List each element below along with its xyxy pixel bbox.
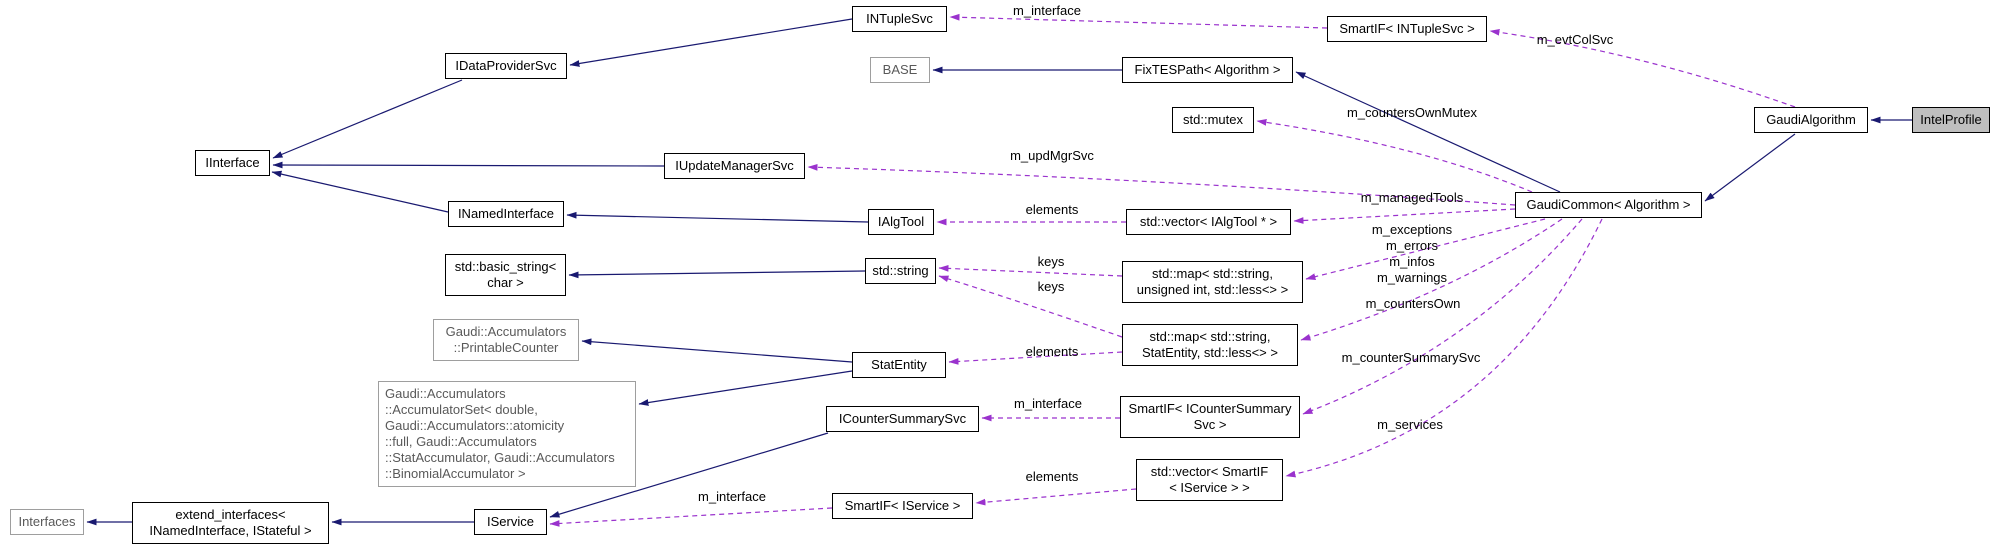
edge-gaudicommon-to-vectorialgtool bbox=[1293, 208, 1516, 224]
edge-label-m-interface-intuplesvc: m_interface bbox=[1013, 3, 1081, 18]
edge-label-keys-uint: keys bbox=[1037, 254, 1065, 269]
edge-gaudicommon-to-fixtespath bbox=[1295, 71, 1561, 193]
node-smartif-icountersummarysvc[interactable]: SmartIF< ICounterSummary Svc > bbox=[1120, 396, 1300, 438]
node-extend-interfaces[interactable]: extend_interfaces< INamedInterface, ISta… bbox=[132, 502, 329, 544]
edge-label-counter-maps: m_exceptions m_errors m_infos m_warnings bbox=[1371, 222, 1453, 285]
edge-label-m-services: m_services bbox=[1377, 417, 1443, 432]
edge-gaudicommon-to-stdmutex bbox=[1256, 119, 1533, 193]
node-iupdatemanagersvc[interactable]: IUpdateManagerSvc bbox=[664, 153, 805, 179]
edge-smartifiservice-to-iservice bbox=[549, 507, 833, 527]
node-gaudicommon[interactable]: GaudiCommon< Algorithm > bbox=[1515, 192, 1702, 218]
edge-statentity-to-accumulatorset bbox=[638, 370, 853, 406]
node-intuplesvc[interactable]: INTupleSvc bbox=[852, 6, 947, 32]
node-icountersummarysvc[interactable]: ICounterSummarySvc bbox=[826, 406, 979, 432]
edge-idataprovidersvc-to-iinterface bbox=[272, 79, 463, 159]
node-vector-ialgtool: std::vector< IAlgTool * > bbox=[1126, 209, 1291, 235]
edge-gaudicommon-to-smartificss bbox=[1302, 218, 1583, 415]
node-std-string: std::string bbox=[865, 258, 936, 284]
node-iinterface[interactable]: IInterface bbox=[195, 150, 270, 176]
edge-label-m-countersown: m_countersOwn bbox=[1365, 296, 1461, 311]
edge-label-elements-statentity: elements bbox=[1025, 344, 1079, 359]
edge-intuplesvc-to-idataprovidersvc bbox=[569, 18, 853, 67]
edge-label-m-countersownmutex: m_countersOwnMutex bbox=[1346, 105, 1478, 120]
edge-gaudicommon-to-mapuint bbox=[1305, 218, 1546, 280]
node-interfaces: Interfaces bbox=[10, 509, 84, 535]
edge-label-m-managedtools: m_managedTools bbox=[1360, 190, 1464, 205]
node-map-string-uint: std::map< std::string, unsigned int, std… bbox=[1122, 261, 1303, 303]
edge-label-m-updmgrsvc: m_updMgrSvc bbox=[1010, 148, 1094, 163]
edge-inamedinterface-to-iinterface bbox=[271, 170, 449, 213]
edge-mapuint-to-stdstring bbox=[938, 265, 1123, 277]
edge-gaudicommon-to-mapstatentity bbox=[1300, 218, 1563, 341]
edge-label-m-evtcolsvc: m_evtColSvc bbox=[1536, 32, 1614, 47]
edge-stdstring-to-basicstring bbox=[568, 270, 866, 279]
node-statentity[interactable]: StatEntity bbox=[852, 352, 946, 378]
node-printable-counter: Gaudi::Accumulators ::PrintableCounter bbox=[433, 319, 579, 361]
edge-mapstatentity-to-stdstring bbox=[938, 275, 1123, 338]
edge-vectorsmartifiservice-to-smartifiservice bbox=[975, 488, 1137, 506]
node-smartif-iservice[interactable]: SmartIF< IService > bbox=[832, 493, 973, 519]
edge-gaudicommon-to-iupdatemanagersvc bbox=[807, 163, 1516, 206]
edge-statentity-to-printablecounter bbox=[581, 338, 853, 363]
node-basic-string: std::basic_string< char > bbox=[445, 254, 566, 296]
node-gaudialgorithm[interactable]: GaudiAlgorithm bbox=[1754, 107, 1868, 133]
edge-label-m-countersummarysvc: m_counterSummarySvc bbox=[1341, 350, 1481, 365]
node-iservice[interactable]: IService bbox=[474, 509, 547, 535]
node-ialgtool[interactable]: IAlgTool bbox=[868, 209, 934, 235]
node-idataprovidersvc[interactable]: IDataProviderSvc bbox=[445, 53, 567, 79]
edge-label-m-interface-iservice: m_interface bbox=[698, 489, 766, 504]
node-smartif-intuplesvc[interactable]: SmartIF< INTupleSvc > bbox=[1327, 16, 1487, 42]
edge-gaudialgorithm-to-gaudicommon bbox=[1704, 133, 1796, 202]
node-fixtespath[interactable]: FixTESPath< Algorithm > bbox=[1122, 57, 1293, 83]
edge-smartifintuplesvc-to-intuplesvc bbox=[949, 13, 1328, 29]
node-intelprofile: IntelProfile bbox=[1912, 107, 1990, 133]
edge-label-elements-ialgtool: elements bbox=[1025, 202, 1079, 217]
node-accumulator-set: Gaudi::Accumulators ::AccumulatorSet< do… bbox=[378, 381, 636, 487]
node-map-string-statentity: std::map< std::string, StatEntity, std::… bbox=[1122, 324, 1298, 366]
edge-mapstatentity-to-statentity bbox=[948, 351, 1123, 365]
edge-label-m-interface-icss: m_interface bbox=[1014, 396, 1082, 411]
edge-label-elements-iservice: elements bbox=[1025, 469, 1079, 484]
node-base: BASE bbox=[870, 57, 930, 83]
edge-ialgtool-to-inamedinterface bbox=[566, 211, 869, 223]
node-std-mutex: std::mutex bbox=[1172, 107, 1254, 133]
node-vector-smartif-iservice: std::vector< SmartIF < IService > > bbox=[1136, 459, 1283, 501]
edge-iupdatemanagersvc-to-iinterface bbox=[272, 161, 665, 169]
edge-icountersummarysvc-to-iservice bbox=[549, 432, 829, 518]
edge-label-keys-statentity: keys bbox=[1037, 279, 1065, 294]
node-inamedinterface[interactable]: INamedInterface bbox=[448, 201, 564, 227]
